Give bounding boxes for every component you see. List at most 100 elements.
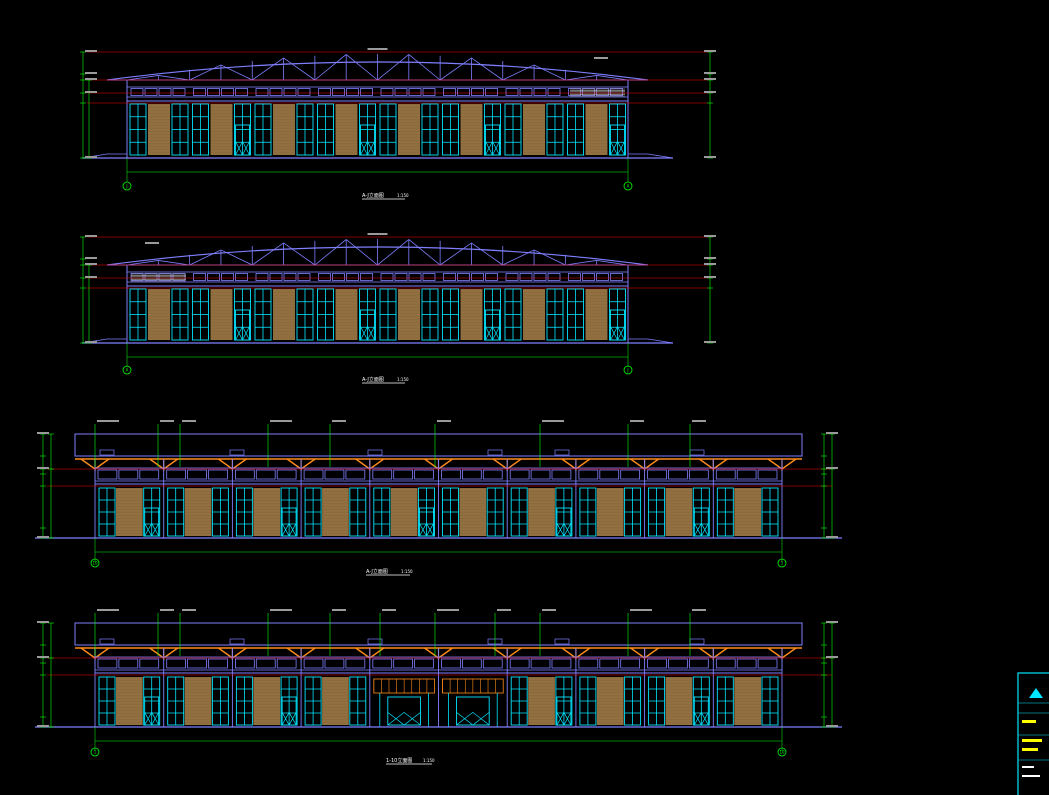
glazing-panel [648,487,666,537]
glazing-panel [648,676,666,726]
brick-panel [523,289,545,340]
clerestory-window [599,658,620,669]
side-door [556,507,572,537]
louvre-vent [570,88,625,97]
brick-panel [273,289,295,340]
glazing-panel [167,487,185,537]
brick-panel [665,488,693,536]
clerestory-window [530,658,551,669]
callout-tag [182,420,196,422]
axis-bubble-e4-right [777,747,787,757]
entrance-door [235,309,250,341]
truss-diagonal [408,54,441,81]
clerestory-window [360,88,373,96]
clerestory-window [533,88,547,96]
brick-panel [116,677,143,725]
clerestory-window [482,469,503,480]
clerestory-window [736,469,757,480]
clerestory-window [596,273,609,281]
glazing-panel [579,487,597,537]
brick-panel [184,488,212,536]
brick-panel [210,104,233,155]
axis-label-e4-right: 10 [779,750,785,755]
elevation-3-title: A-J立面图 1:150 [366,568,413,576]
elevation-2-title-text: A-J立面图 [362,376,384,383]
truss-diagonal [252,57,284,81]
glazing-panel [624,487,642,537]
clerestory-window [255,658,276,669]
truss-diagonal [158,75,190,81]
clerestory-window [193,273,206,281]
clerestory-window [318,88,331,96]
axis-bubble-labels: J A A J 10 1 1 10 [92,184,785,755]
roof-note-tag [367,233,388,235]
entrance-canopy [442,678,504,694]
glazing-panel [579,676,597,726]
parapet-vent [487,449,503,456]
clerestory-window [283,88,297,96]
level-tag [704,156,716,158]
entrance-canopy [373,678,435,694]
side-door [556,696,572,726]
glazing-panel [98,676,116,726]
parapet-vent [367,449,383,456]
elevation-3-title-text: A-J立面图 [366,568,388,575]
clerestory-window [443,273,456,281]
clerestory-window [582,273,595,281]
brick-panel [148,104,170,155]
axis-label-e1-right: A [627,184,630,189]
level-tag [704,341,716,343]
callout-tag [437,609,459,611]
clerestory-window [530,469,551,480]
callout-tag [542,609,556,611]
glazing-panel [421,288,439,341]
side-door [144,696,160,726]
clerestory-window [255,469,276,480]
truss-diagonal [220,64,253,81]
ramp-right [628,153,674,159]
level-tag [37,432,49,434]
truss-diagonal [533,64,566,81]
truss-diagonal [314,54,347,81]
elevation-2-title: A-J立面图 1:150 [362,376,409,384]
glazing-panel [546,288,564,341]
level-tag [37,621,49,623]
level-tag [704,50,716,52]
glazing-panel [129,288,147,341]
entrance-door [235,124,250,156]
clerestory-window [505,88,519,96]
glazing-panel [129,103,147,156]
level-tag [704,91,716,93]
parapet [74,622,803,646]
level-tag [704,263,716,265]
clerestory-band [94,656,783,671]
title-block [1017,672,1049,795]
level-tag [704,276,716,278]
glazing-panel [624,676,642,726]
parapet-vent [99,449,115,456]
callout-tag [497,609,511,611]
clerestory-band [126,271,629,283]
clerestory-window [297,273,311,281]
clerestory-window [393,658,414,669]
clerestory-window [332,88,345,96]
clerestory-window [269,88,283,96]
truss-diagonal [596,75,629,81]
clerestory-window [551,658,572,669]
glazing-panel [716,487,734,537]
glazing-panel [486,487,504,537]
clerestory-window [547,88,561,96]
clerestory-window [414,469,434,480]
clerestory-window [372,658,393,669]
clerestory-window [441,658,461,669]
truss-diagonal [189,64,222,81]
level-tag [704,72,716,74]
truss-diagonal [533,249,566,266]
clerestory-window [187,658,207,669]
axis-bubble-e3-left [90,558,100,568]
truss-diagonal [314,239,347,266]
brick-panel [335,289,358,340]
truss-diagonal [471,57,503,81]
clerestory-window [97,658,118,669]
glazing-panel [504,103,522,156]
